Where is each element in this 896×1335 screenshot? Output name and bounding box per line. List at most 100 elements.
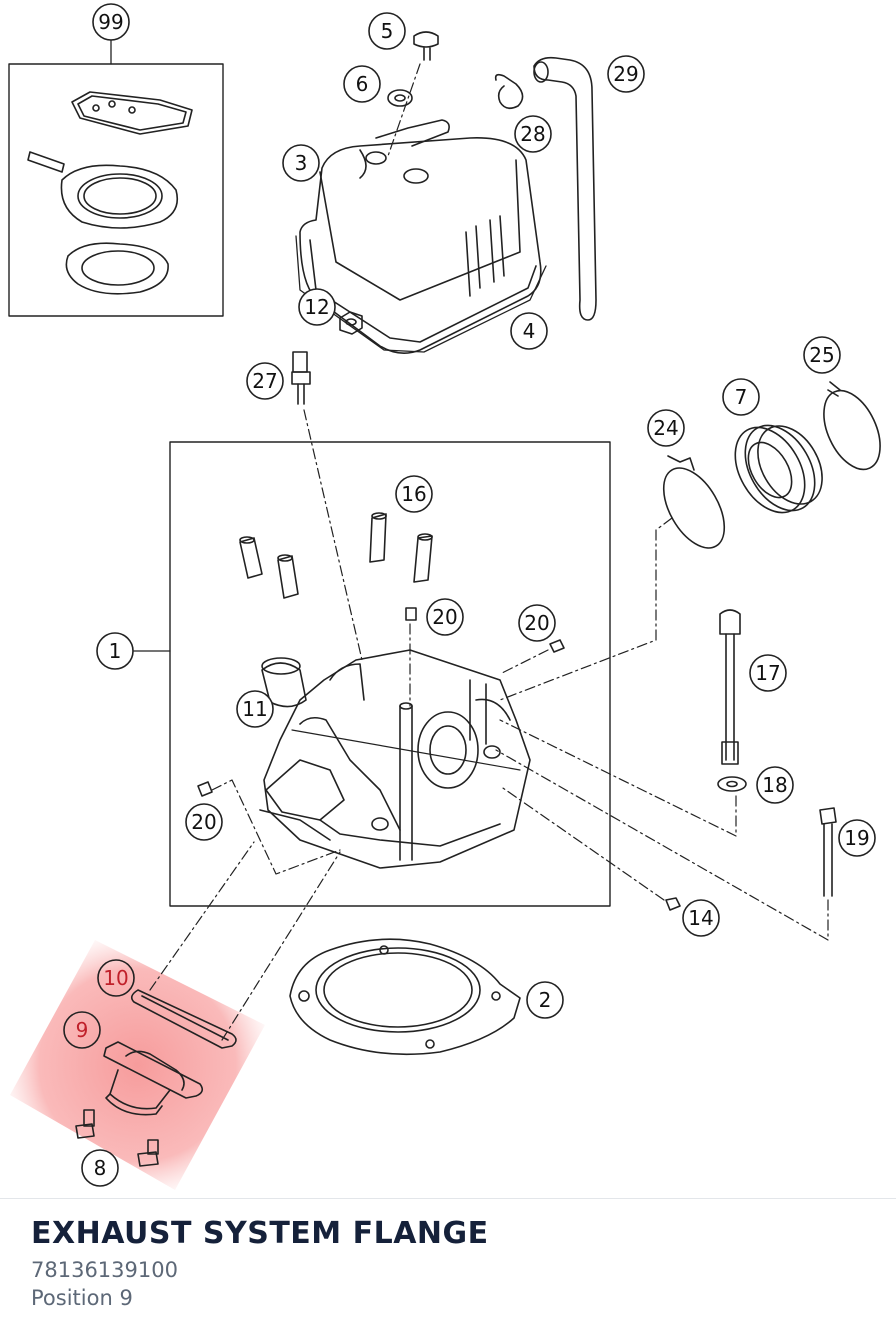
callout-24: 24 [647,409,685,447]
callout-circle [343,65,381,103]
callout-circle [282,144,320,182]
callout-circle [526,981,564,1019]
callout-circle [510,312,548,350]
stud-bolt-part-17 [719,609,741,765]
callout-27: 27 [246,362,284,400]
callout-circle [236,690,274,728]
callout-label: 17 [755,661,780,685]
nut-part-14 [499,785,681,911]
callout-circle [368,12,406,50]
callout-5: 5 [368,12,406,50]
hose-clamp-part-25 [823,381,881,471]
callout-20: 20 [518,604,556,642]
exhaust-flange-part-9 [103,1041,204,1116]
callout-25: 25 [803,336,841,374]
callout-label: 14 [688,906,713,930]
callout-label: 29 [613,62,638,86]
callout-2: 2 [526,981,564,1019]
callout-1: 1 [96,632,134,670]
gasket-kit-part-99 [8,38,224,317]
intake-seal-part-11 [261,657,307,708]
callout-label: 20 [432,605,457,629]
hose-clamp-part-24 [499,455,726,701]
callout-8: 8 [81,1149,119,1187]
part-info-panel: EXHAUST SYSTEM FLANGE 78136139100 Positi… [31,1212,489,1312]
callout-circle [682,899,720,937]
seal-ring-part-6 [387,89,413,107]
screw-part-19 [495,749,837,941]
callout-circle [838,819,876,857]
callout-circle [96,632,134,670]
callout-circle [647,409,685,447]
callout-20: 20 [185,803,223,841]
callout-circle [81,1149,119,1187]
part-position: Position 9 [31,1286,133,1310]
callout-18: 18 [756,766,794,804]
callout-label: 8 [94,1156,107,1180]
callout-label: 20 [191,810,216,834]
callout-label: 2 [539,988,552,1012]
hose-clamp-part-28 [494,73,524,110]
callout-circle [92,3,130,41]
callout-label: 12 [304,295,329,319]
callout-11: 11 [236,690,274,728]
callout-7: 7 [722,378,760,416]
intake-flange-part-7 [734,424,823,514]
callout-16: 16 [395,475,433,513]
callout-circle [518,604,556,642]
callout-circle [185,803,223,841]
callout-label: 24 [653,416,678,440]
callout-label: 27 [252,369,277,393]
callout-12: 12 [298,288,336,326]
callout-circle [514,115,552,153]
callout-circle [63,1011,101,1049]
cylinder-head-kit-part-1 [133,441,611,907]
part-title: EXHAUST SYSTEM FLANGE [31,1216,489,1251]
callout-label: 28 [520,122,545,146]
callout-circle [426,598,464,636]
screws-part-8 [75,1109,159,1167]
part-number: 78136139100 [31,1258,178,1282]
highlight-region [10,940,265,1190]
flange-gasket-part-10 [130,841,341,1049]
callout-label: 4 [523,319,536,343]
valve-cover-part-3 [299,119,542,354]
callout-circle [298,288,336,326]
callout-circle [749,654,787,692]
callout-10: 10 [97,959,135,997]
callout-4: 4 [510,312,548,350]
callout-circle [395,475,433,513]
callout-label: 3 [295,151,308,175]
callout-9: 9 [63,1011,101,1049]
callout-label: 1 [109,639,122,663]
callout-label: 9 [76,1018,89,1042]
screw-part-5 [387,31,439,157]
callout-circle [607,55,645,93]
plug-screws-part-20 [197,607,565,875]
callout-label: 7 [735,385,748,409]
callout-17: 17 [749,654,787,692]
callout-circle [246,362,284,400]
divider [0,1198,896,1199]
cover-gasket-part-4 [295,235,547,353]
exploded-parts-diagram: 9956292831242527724162020117111819201410… [8,3,881,1190]
callout-3: 3 [282,144,320,182]
callout-99: 99 [92,3,130,41]
callout-label: 20 [524,611,549,635]
callout-label: 5 [381,19,394,43]
callout-label: 18 [762,773,787,797]
callout-label: 11 [242,697,267,721]
callout-circle [97,959,135,997]
callout-label: 16 [401,482,426,506]
callout-6: 6 [343,65,381,103]
valve-guides-part-16 [239,512,433,599]
temperature-sensor-part-27 [291,351,363,661]
callout-label: 99 [98,10,123,34]
callout-20: 20 [426,598,464,636]
callout-19: 19 [838,819,876,857]
washer-part-18 [499,719,747,837]
cylinder-head-gasket-part-2 [289,938,521,1056]
cylinder-head-body [259,623,531,869]
callout-label: 19 [844,826,869,850]
callout-label: 6 [356,72,369,96]
